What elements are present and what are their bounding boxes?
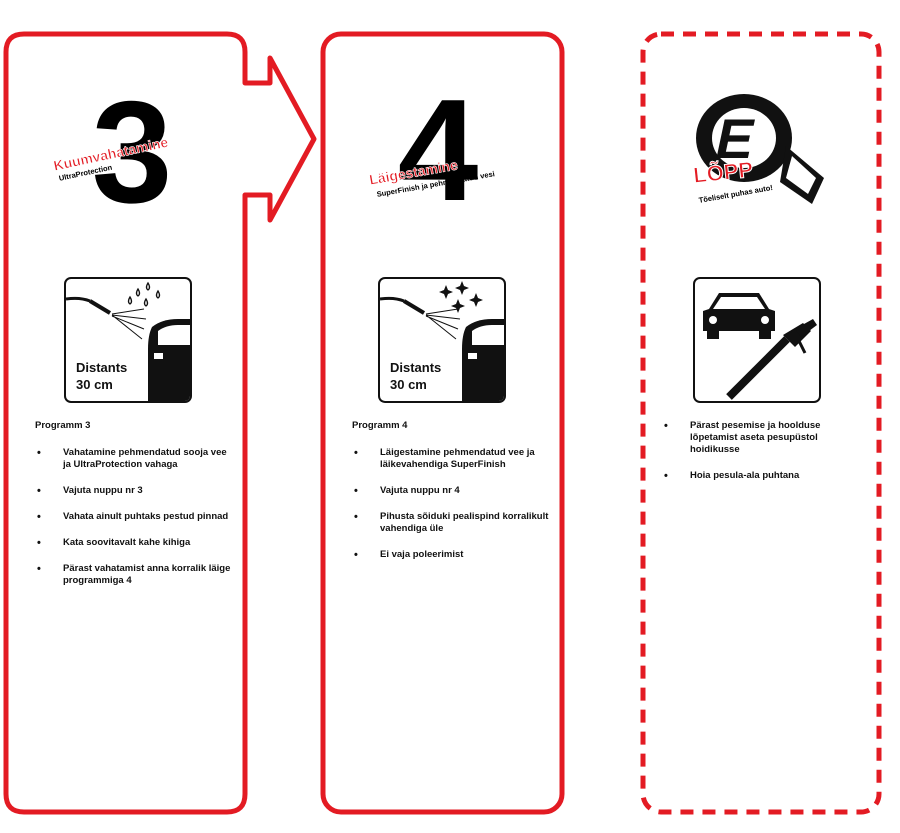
list-item: Kata soovitavalt kahe kihiga [35,537,235,549]
list-item: Vahatamine pehmendatud sooja vee ja Ultr… [35,447,235,471]
distance-value: 30 cm [76,377,113,392]
list-item: Ei vaja poleerimist [352,549,552,561]
spray-sparkle-car-icon [380,281,504,401]
distance-text: Distants 30 cm [390,359,442,393]
panel-end-border [640,31,882,815]
list-item: Pärast pesemise ja hoolduse lõpetamist a… [662,420,862,456]
car-and-gun-pictogram [693,277,821,403]
car-and-spray-gun-icon [703,293,817,400]
step-number-3: 3 [91,71,173,233]
distance-value: 30 cm [390,377,427,392]
spray-water-drops-car-icon [66,281,190,401]
list-item: Vajuta nuppu nr 4 [352,485,552,497]
distance-label: Distants [76,360,128,375]
list-item: Pihusta sõiduki pealispind korralikult v… [352,511,552,535]
instructions-list: Läigestamine pehmendatud vee ja läikevah… [352,447,552,575]
program-title: Programm 4 [352,420,408,431]
step-number-4: 4 [397,69,479,231]
list-item: Hoia pesula-ala puhtana [662,470,862,482]
panel-3-border [3,31,317,815]
list-item: Vahata ainult puhtaks pestud pinnad [35,511,235,523]
list-item: Läigestamine pehmendatud vee ja läikevah… [352,447,552,471]
distance-text: Distants 30 cm [76,359,128,393]
distance-pictogram: Distants 30 cm [378,277,506,403]
instructions-list: Pärast pesemise ja hoolduse lõpetamist a… [662,420,862,496]
distance-label: Distants [390,360,442,375]
list-item: Pärast vahatamist anna korralik läige pr… [35,563,235,587]
end-logo: E [696,94,824,204]
instructions-list: Vahatamine pehmendatud sooja vee ja Ultr… [35,447,235,601]
program-title: Programm 3 [35,420,91,431]
list-item: Vajuta nuppu nr 3 [35,485,235,497]
distance-pictogram: Distants 30 cm [64,277,192,403]
panel-4-border [320,31,565,815]
